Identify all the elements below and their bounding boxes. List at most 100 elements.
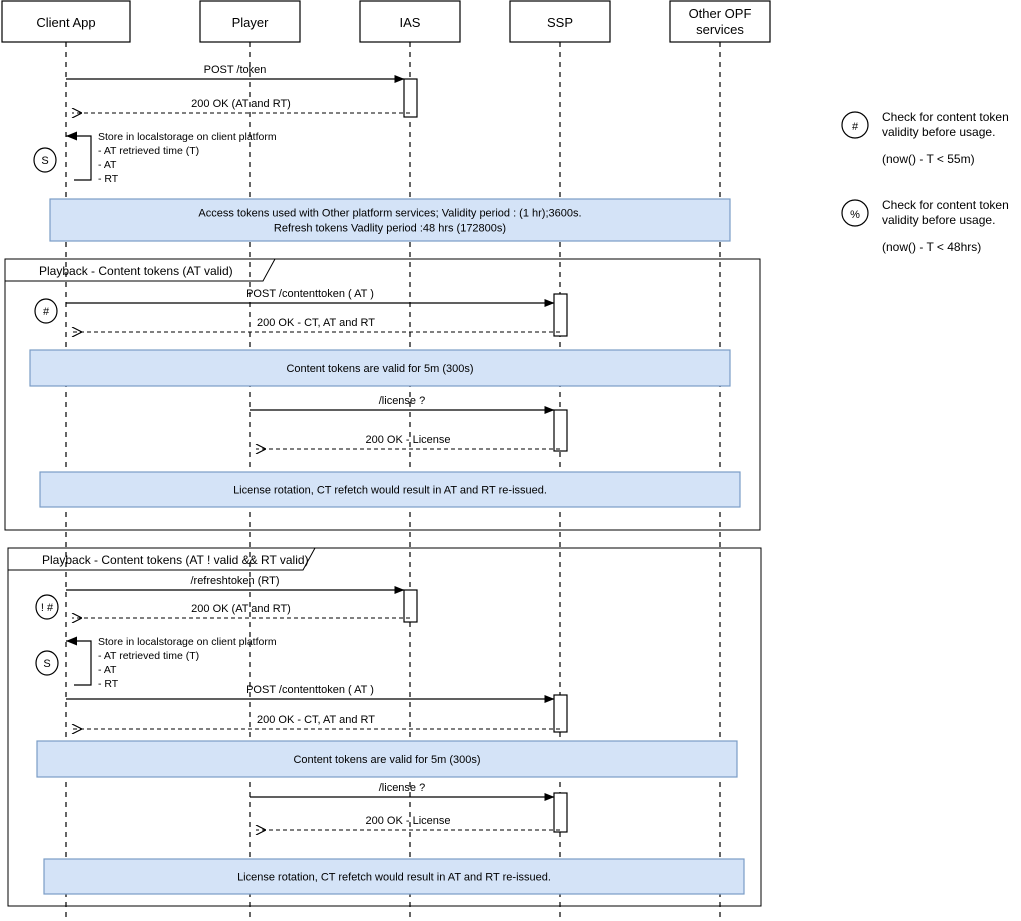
message-label: POST /contenttoken ( AT ) [246,684,374,696]
lifeline-box[interactable] [359,0,461,43]
note-box: Content tokens are valid for 5m (300s) [29,349,731,387]
legend-line: Check for content token [882,110,1009,124]
fragment-tab [8,547,316,571]
message-label: 200 OK - License [366,815,451,827]
marker-symbol: S [41,155,48,167]
note-rect [49,198,731,242]
self-message-line: - AT retrieved time (T) [98,145,199,157]
marker-circle [35,650,59,676]
lifeline-label: SSP [547,15,573,30]
lifeline-label: Player [232,15,270,30]
note-rect [39,471,741,508]
note-line: Content tokens are valid for 5m (300s) [286,363,473,375]
marker-marker-s-1: S [33,147,57,173]
marker-symbol: ! # [41,602,54,614]
note-box: License rotation, CT refetch would resul… [43,858,745,895]
legend-line: validity before usage. [882,213,995,227]
fragment-tab [5,258,276,282]
combined-fragment: Playback - Content tokens (AT ! valid &&… [7,547,762,907]
legend-line: Check for content token [882,198,1009,212]
legend-circle [841,199,869,227]
message-license-request-1: /license ? [250,395,555,414]
note-layer: Access tokens used with Other platform s… [29,198,745,895]
message-layer: POST /token 200 OK (AT and RT) POST /conte… [66,64,560,830]
marker-symbol: # [43,306,50,318]
self-message-line: Store in localstorage on client platform [98,636,277,648]
note-box: Content tokens are valid for 5m (300s) [36,740,738,778]
note-line: Access tokens used with Other platform s… [198,208,581,220]
note-box: Access tokens used with Other platform s… [49,198,731,242]
activation-bar [553,792,568,833]
self-message-line: - AT [98,664,117,676]
message-200-ok-at-rt-2: 200 OK (AT and RT) [72,603,410,618]
marker-layer: S # ! # S [33,147,59,676]
note-rect [43,858,745,895]
message-post-contenttoken-1: POST /contenttoken ( AT ) [66,288,555,307]
lifeline-label: services [696,22,744,37]
legend-circle [841,111,869,139]
note-line: License rotation, CT refetch would resul… [237,872,551,884]
message-label: /refreshtoken (RT) [190,575,279,587]
message-200-ok-license-1: 200 OK - License [256,434,560,449]
self-message: Store in localstorage on client platform… [66,131,277,185]
marker-symbol: S [43,658,50,670]
message-label: POST /token [204,64,267,76]
note-rect [36,740,738,778]
note-line: License rotation, CT refetch would resul… [233,485,547,497]
self-message-arrowhead [66,131,77,141]
lifeline-box[interactable] [509,0,611,43]
legend-symbol: % [850,209,860,221]
marker-marker-not-hash: ! # [35,594,59,620]
self-message: Store in localstorage on client platform… [66,636,277,690]
self-message-line: - AT [98,159,117,171]
self-message-line: - AT retrieved time (T) [98,650,199,662]
marker-circle [35,594,59,620]
legend-line: validity before usage. [882,125,995,139]
activation-bar [553,293,568,337]
lifeline-label: IAS [400,15,421,30]
lifeline-label: Other OPF [689,6,752,21]
self-message-path [66,640,92,686]
message-refreshtoken: /refreshtoken (RT) [66,575,405,594]
message-label: 200 OK - CT, AT and RT [257,317,375,329]
note-line: Content tokens are valid for 5m (300s) [293,754,480,766]
activation-layer [403,78,568,833]
lifeline-label: Client App [36,15,95,30]
marker-marker-s-2: S [35,650,59,676]
lifeline-box[interactable] [1,0,131,43]
activation-bar [403,78,418,118]
marker-circle [33,147,57,173]
fragment-frame [7,547,762,907]
message-label: /license ? [379,395,425,407]
note-line: Refresh tokens Vadlity period :48 hrs (1… [274,223,506,235]
message-label: 200 OK - CT, AT and RT [257,714,375,726]
self-message-path [66,135,92,181]
message-post-token: POST /token [66,64,405,83]
self-message-arrowhead [66,636,77,646]
message-200-ok-license-2: 200 OK - License [256,815,560,830]
activation-bar [553,409,568,452]
message-label: 200 OK (AT and RT) [191,603,291,615]
message-label: POST /contenttoken ( AT ) [246,288,374,300]
legend-formula: (now() - T < 55m) [882,152,975,166]
self-message-line: - RT [98,678,119,690]
message-200-ok-ct-at-rt-2: 200 OK - CT, AT and RT [72,714,560,729]
message-200-ok-ct-at-rt-1: 200 OK - CT, AT and RT [72,317,560,332]
self-message-line: Store in localstorage on client platform [98,131,277,143]
activation-bar [553,694,568,733]
message-license-request-2: /license ? [250,782,555,801]
lifeline-box[interactable] [669,0,771,43]
message-post-contenttoken-2: POST /contenttoken ( AT ) [66,684,555,703]
message-label: /license ? [379,782,425,794]
note-box: License rotation, CT refetch would resul… [39,471,741,508]
message-label: 200 OK - License [366,434,451,446]
note-rect [29,349,731,387]
message-200-ok-at-rt-1: 200 OK (AT and RT) [72,98,410,113]
self-message-line: - RT [98,173,119,185]
legend-formula: (now() - T < 48hrs) [882,240,981,254]
legend-symbol: # [852,121,859,133]
